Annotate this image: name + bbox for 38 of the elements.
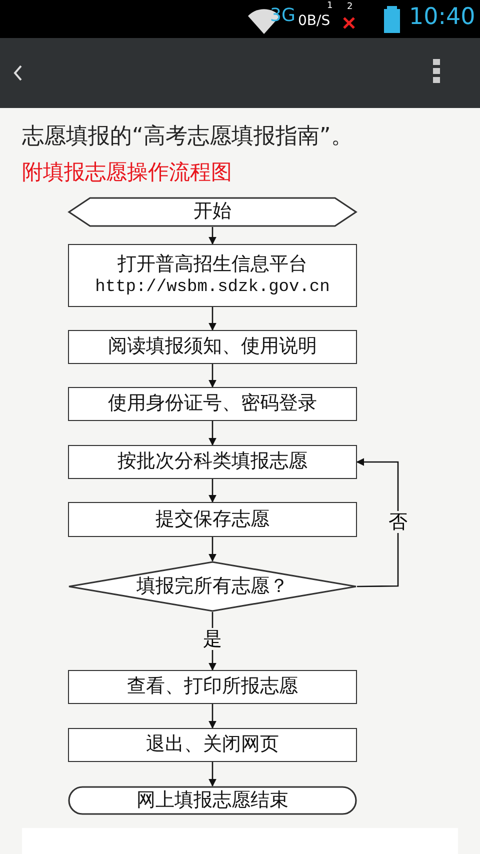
clock-time: 10:40 [409, 5, 476, 30]
sim-number: 2 [347, 3, 353, 13]
sim-number: 1 [327, 2, 333, 12]
arrow [208, 704, 216, 729]
article-text: 志愿填报的“高考志愿填报指南”。 [22, 125, 353, 150]
data-speed: 0B/S [298, 14, 330, 30]
process-box [68, 728, 357, 762]
end-terminator [68, 786, 357, 815]
step-text: 开始 [194, 200, 232, 224]
url-text: http://wsbm.sdzk.gov.cn [95, 276, 330, 298]
arrow [208, 479, 216, 503]
start-terminator [68, 197, 357, 227]
step-text: 查看、打印所报志愿 [127, 675, 298, 699]
process-box [68, 502, 357, 537]
step-text: 阅读填报须知、使用说明 [108, 335, 317, 359]
arrow [208, 307, 216, 331]
step-text: 退出、关闭网页 [146, 733, 279, 757]
arrow [356, 458, 399, 588]
arrow [208, 762, 216, 787]
step-text: 网上填报志愿结束 [136, 788, 288, 812]
process-box [68, 330, 357, 364]
arrow [208, 537, 216, 562]
decision-diamond [68, 561, 357, 612]
step-text: 打开普高招生信息平台 [118, 253, 308, 277]
edge-label: 否 [386, 510, 410, 534]
step-text: 填报完所有志愿？ [136, 574, 288, 598]
section-heading: 附填报志愿操作流程图 [22, 160, 232, 186]
process-box [68, 387, 357, 421]
arrow [208, 421, 216, 446]
arrow [208, 364, 216, 388]
arrow [208, 227, 216, 245]
step-text: 按批次分科类填报志愿 [118, 450, 308, 474]
process-box [68, 670, 357, 704]
process-box [68, 244, 357, 307]
step-text: 使用身份证号、密码登录 [108, 392, 317, 416]
edge-label: 是 [201, 628, 224, 650]
step-text: 提交保存志愿 [156, 508, 270, 532]
process-box [68, 445, 357, 479]
